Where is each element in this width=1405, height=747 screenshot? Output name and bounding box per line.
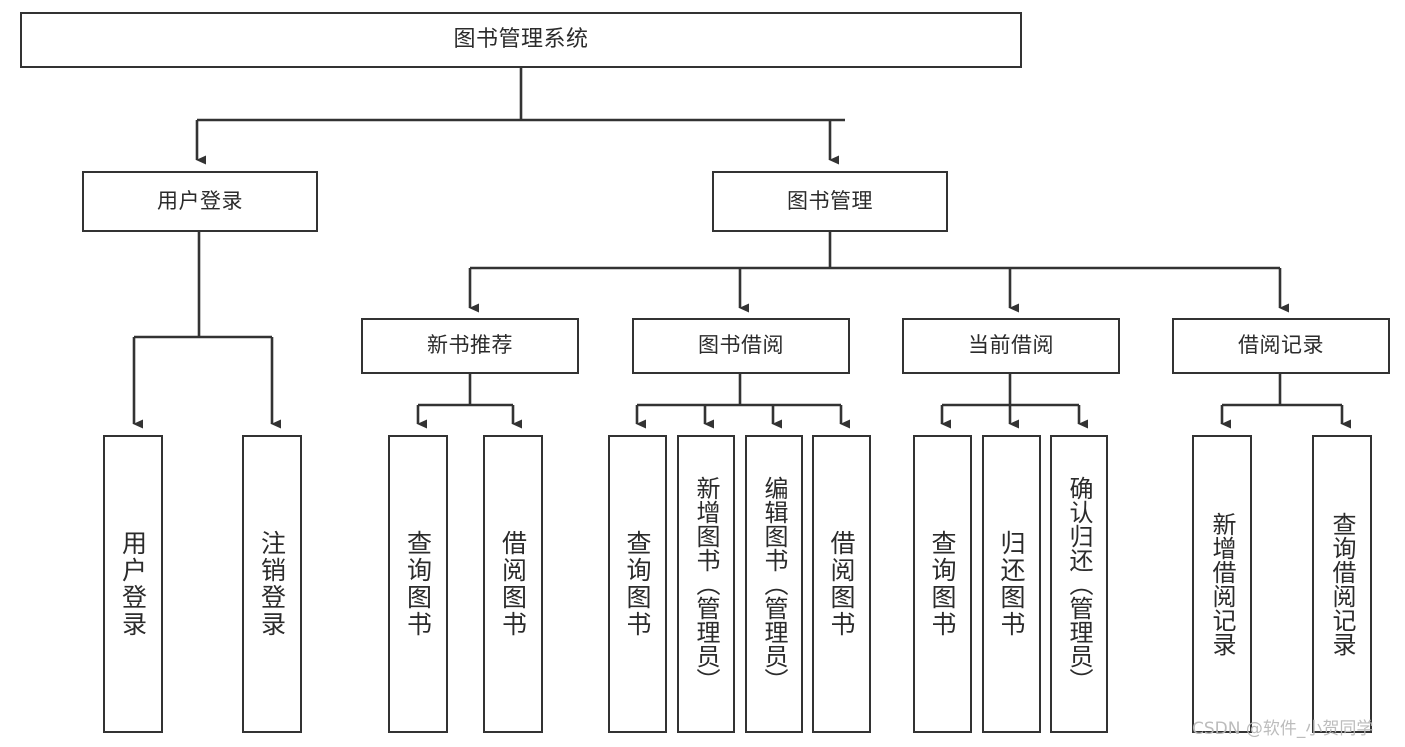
node-leaf-query-book-2[interactable]: 查询图书 <box>608 435 667 733</box>
node-leaf-query-book-3[interactable]: 查询图书 <box>913 435 972 733</box>
node-leaf-logout[interactable]: 注销登录 <box>242 435 302 733</box>
node-book-management[interactable]: 图书管理 <box>712 171 948 232</box>
node-leaf-edit-book[interactable]: 编辑图书（管理员） <box>745 435 803 733</box>
node-leaf-add-book[interactable]: 新增图书（管理员） <box>677 435 735 733</box>
node-user-login[interactable]: 用户登录 <box>82 171 318 232</box>
node-leaf-borrow-book-1[interactable]: 借阅图书 <box>483 435 543 733</box>
node-leaf-return-book-label: 归还图书 <box>997 530 1026 638</box>
node-borrow-record-label: 借阅记录 <box>1238 333 1324 358</box>
node-current-borrow[interactable]: 当前借阅 <box>902 318 1120 374</box>
node-user-login-label: 用户登录 <box>157 188 243 213</box>
node-leaf-add-record[interactable]: 新增借阅记录 <box>1192 435 1252 733</box>
node-leaf-borrow-book-2[interactable]: 借阅图书 <box>812 435 871 733</box>
node-leaf-add-book-label: 新增图书（管理员） <box>692 476 720 692</box>
node-new-book-recommend-label: 新书推荐 <box>427 333 513 358</box>
node-root[interactable]: 图书管理系统 <box>20 12 1022 68</box>
node-leaf-confirm-return[interactable]: 确认归还（管理员） <box>1050 435 1108 733</box>
node-leaf-query-record[interactable]: 查询借阅记录 <box>1312 435 1372 733</box>
node-new-book-recommend[interactable]: 新书推荐 <box>361 318 579 374</box>
node-leaf-query-book-1-label: 查询图书 <box>403 530 433 638</box>
node-book-management-label: 图书管理 <box>787 188 873 213</box>
node-borrow-record[interactable]: 借阅记录 <box>1172 318 1390 374</box>
node-book-borrow-label: 图书借阅 <box>698 333 784 358</box>
node-root-label: 图书管理系统 <box>453 26 589 52</box>
node-leaf-user-login[interactable]: 用户登录 <box>103 435 163 733</box>
node-leaf-query-book-3-label: 查询图书 <box>928 530 957 638</box>
node-leaf-query-book-2-label: 查询图书 <box>623 530 652 638</box>
node-leaf-query-book-1[interactable]: 查询图书 <box>388 435 448 733</box>
node-book-borrow[interactable]: 图书借阅 <box>632 318 850 374</box>
node-leaf-edit-book-label: 编辑图书（管理员） <box>760 476 788 692</box>
node-leaf-add-record-label: 新增借阅记录 <box>1208 512 1236 656</box>
node-leaf-borrow-book-2-label: 借阅图书 <box>827 530 856 638</box>
node-current-borrow-label: 当前借阅 <box>968 333 1054 358</box>
node-leaf-return-book[interactable]: 归还图书 <box>982 435 1041 733</box>
node-leaf-user-login-label: 用户登录 <box>118 530 148 638</box>
node-leaf-borrow-book-1-label: 借阅图书 <box>498 530 528 638</box>
node-leaf-confirm-return-label: 确认归还（管理员） <box>1065 476 1093 692</box>
node-leaf-query-record-label: 查询借阅记录 <box>1328 512 1356 656</box>
node-leaf-logout-label: 注销登录 <box>257 530 287 638</box>
